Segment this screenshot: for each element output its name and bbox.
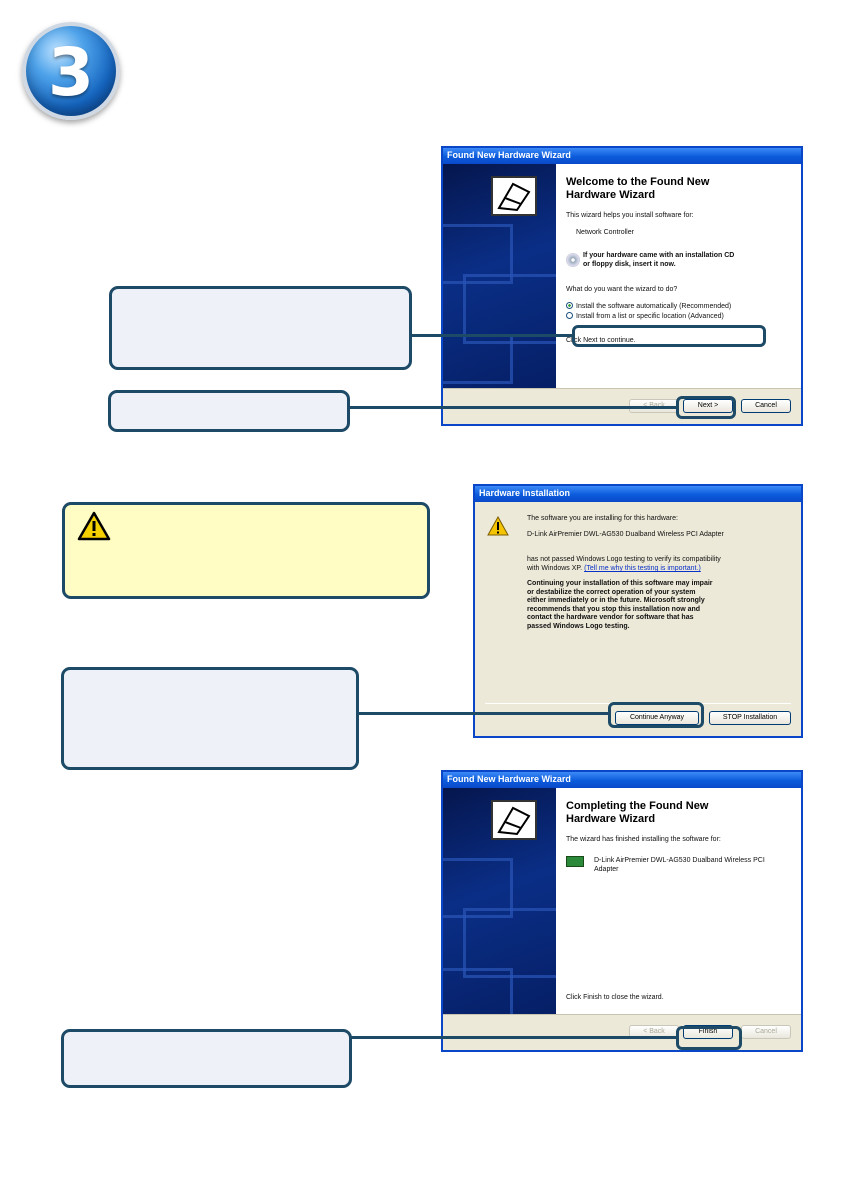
installed-device: D-Link AirPremier DWL-AG530 Dualband Wir…: [566, 856, 791, 874]
next-button[interactable]: Next >: [683, 399, 733, 413]
radio-install-from-list[interactable]: Install from a list or specific location…: [566, 312, 791, 322]
hardware-installation-titlebar: Hardware Installation: [475, 486, 801, 502]
wizard-welcome-titlebar: Found New Hardware Wizard: [443, 148, 801, 164]
hardware-installation-body: The software you are installing for this…: [475, 502, 801, 736]
connector-continue-anyway-a: [358, 712, 610, 715]
wizard-complete-titlebar: Found New Hardware Wizard: [443, 772, 801, 788]
highlight-finish-button: [676, 1026, 742, 1050]
wizard-question: What do you want the wizard to do?: [566, 286, 678, 293]
callout-click-continue-anyway: [61, 667, 359, 770]
hardware-installation-text: The software you are installing for this…: [527, 514, 791, 631]
stop-installation-button[interactable]: STOP Installation: [709, 711, 791, 725]
callout-click-finish: [61, 1029, 352, 1088]
wizard-complete-footer: < Back Finish Cancel: [443, 1014, 801, 1050]
wizard-complete-dialog: Found New Hardware Wizard Completing the…: [441, 770, 803, 1052]
warning-triangle-icon: [77, 511, 111, 541]
wizard-intro-text: This wizard helps you install software f…: [566, 212, 694, 219]
wizard-finished-text: The wizard has finished installing the s…: [566, 836, 721, 843]
cancel-button[interactable]: Cancel: [741, 1025, 791, 1039]
cd-prompt: If your hardware came with an installati…: [566, 251, 791, 269]
wizard-welcome-heading: Welcome to the Found New Hardware Wizard: [566, 176, 710, 201]
wizard-side-banner: [443, 788, 556, 1014]
wizard-welcome-body: Welcome to the Found New Hardware Wizard…: [556, 164, 801, 388]
callout-click-next: [108, 390, 350, 432]
warning-triangle-icon: [487, 516, 509, 536]
step-number: 3: [48, 34, 94, 111]
warning-callout: [62, 502, 430, 599]
unsigned-device-name: D-Link AirPremier DWL-AG530 Dualband Wir…: [527, 531, 724, 538]
hardware-wizard-icon: [491, 176, 537, 216]
callout-select-install-option: [109, 286, 412, 370]
continue-anyway-button[interactable]: Continue Anyway: [615, 711, 699, 725]
hardware-installation-dialog: Hardware Installation The software you a…: [473, 484, 803, 738]
highlight-continue-anyway: [608, 702, 704, 728]
cd-icon: [566, 253, 580, 267]
radio-empty-icon: [566, 312, 573, 319]
wizard-complete-heading: Completing the Found New Hardware Wizard: [566, 800, 709, 825]
connector-next: [349, 406, 678, 409]
highlight-next-button: [676, 396, 736, 419]
radio-selected-icon: [566, 302, 573, 309]
detected-device-name: Network Controller: [576, 229, 634, 236]
wizard-side-banner: [443, 164, 556, 388]
testing-info-link[interactable]: (Tell me why this testing is important.): [584, 565, 701, 572]
finish-hint: Click Finish to close the wizard.: [566, 994, 664, 1001]
step-number-badge: 3: [22, 22, 120, 120]
network-card-icon: [566, 856, 584, 867]
continue-hint: Click Next to continue.: [566, 337, 636, 344]
highlight-install-automatically: [572, 325, 766, 347]
radio-install-automatically[interactable]: Install the software automatically (Reco…: [566, 302, 791, 312]
hardware-wizard-icon: [491, 800, 537, 840]
connector-install-option: [411, 334, 574, 337]
wizard-welcome-dialog: Found New Hardware Wizard Welcome to the…: [441, 146, 803, 426]
wizard-complete-body: Completing the Found New Hardware Wizard…: [556, 788, 801, 1014]
connector-finish: [351, 1036, 678, 1039]
cancel-button[interactable]: Cancel: [741, 399, 791, 413]
